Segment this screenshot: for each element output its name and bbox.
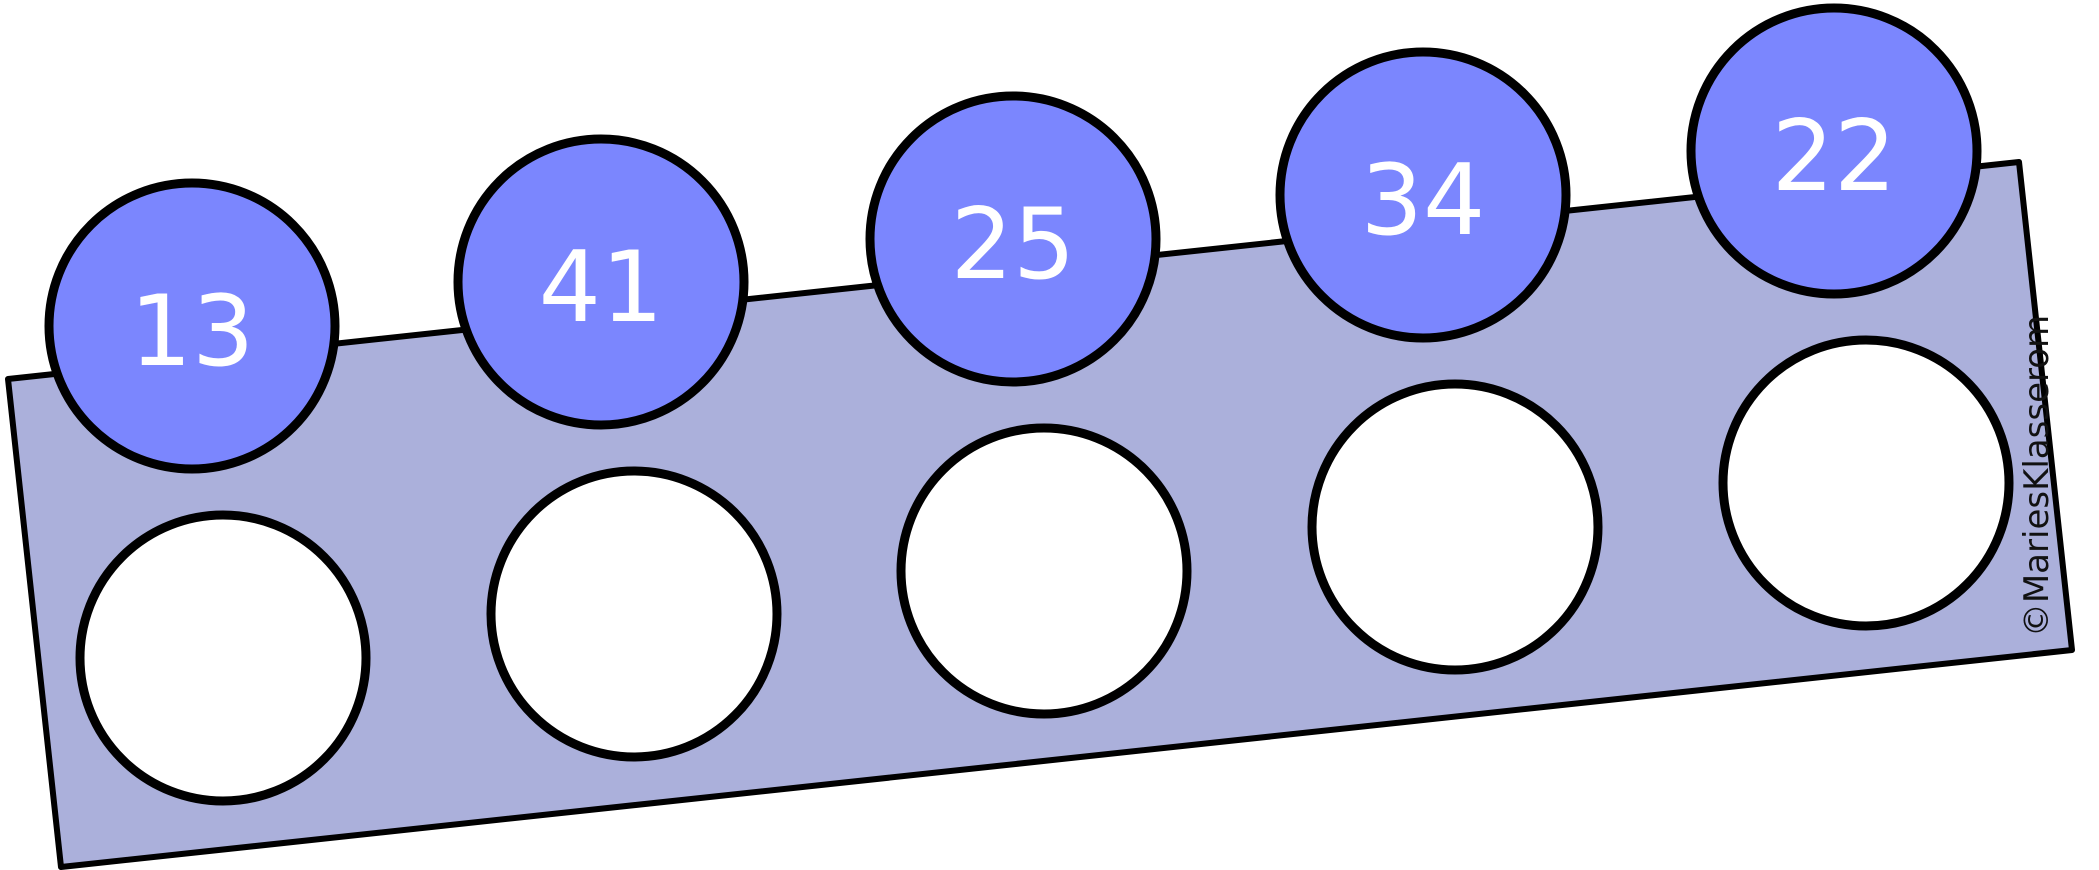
number-label: 25 (951, 188, 1076, 302)
number-circle-row: 13 41 25 34 22 (44, 3, 1982, 474)
empty-answer-circle[interactable] (896, 423, 1192, 719)
copyright-credit: ©MariesKlasserom (2017, 315, 2057, 637)
empty-circle-row (75, 335, 2014, 806)
number-circle: 25 (865, 91, 1161, 387)
number-label: 22 (1772, 100, 1897, 214)
number-circle-shape (453, 134, 749, 430)
number-label: 34 (1361, 144, 1486, 258)
empty-answer-circle[interactable] (75, 510, 371, 806)
number-circle-shape (44, 178, 340, 474)
number-circle-shape (865, 91, 1161, 387)
number-circle: 13 (44, 178, 340, 474)
number-circle: 34 (1275, 47, 1571, 343)
number-label: 41 (539, 231, 664, 345)
empty-answer-circle[interactable] (1307, 379, 1603, 675)
empty-answer-circle[interactable] (486, 466, 782, 762)
number-circle: 22 (1686, 3, 1982, 299)
number-circle-shape (1275, 47, 1571, 343)
number-circle-shape (1686, 3, 1982, 299)
empty-answer-circle[interactable] (1718, 335, 2014, 631)
number-circle: 41 (453, 134, 749, 430)
number-label: 13 (130, 275, 255, 389)
